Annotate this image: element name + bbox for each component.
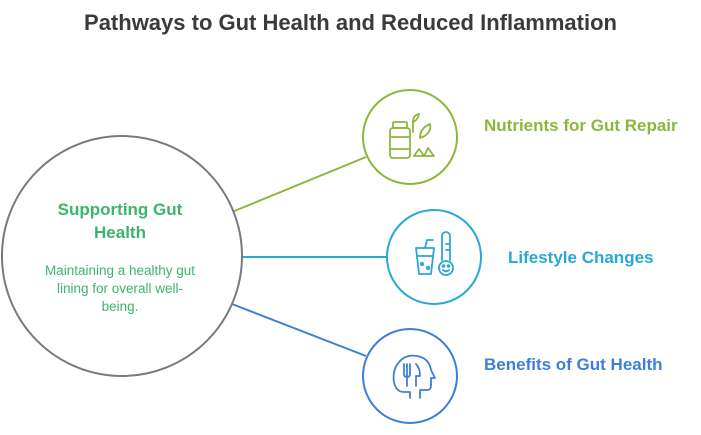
diagram-title: Pathways to Gut Health and Reduced Infla… — [84, 10, 617, 35]
drink-thermometer-icon — [415, 231, 454, 276]
lifestyle-circle — [386, 209, 482, 305]
center-description: Maintaining a healthy gut lining for ove… — [44, 263, 196, 314]
branch-label-nutrients: Nutrients for Gut Repair — [484, 116, 678, 135]
supplements-icon — [389, 113, 435, 159]
connector-nutrients — [231, 156, 367, 213]
branch-label-benefits: Benefits of Gut Health — [484, 355, 663, 374]
branch-label-lifestyle: Lifestyle Changes — [508, 248, 654, 267]
connector-benefits — [231, 303, 367, 357]
center-circle — [1, 135, 243, 377]
center-title: Supporting Gut Health — [57, 200, 183, 242]
head-fork-icon — [392, 354, 436, 399]
